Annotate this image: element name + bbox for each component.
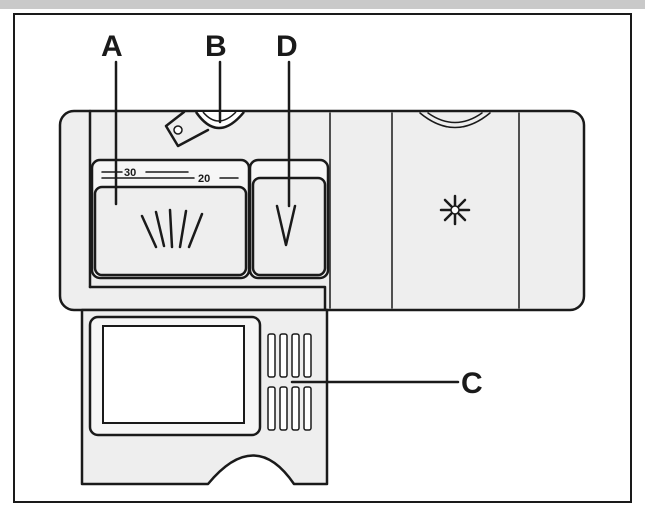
callout-b: B	[205, 30, 227, 63]
diagram-frame	[13, 13, 632, 503]
scale-mark-30: 30	[124, 167, 136, 179]
filter-grille	[267, 333, 312, 431]
level-indicator-window	[102, 325, 245, 424]
callout-d: D	[276, 30, 298, 63]
detergent-spray-icon	[140, 208, 204, 249]
scale-mark-20: 20	[198, 173, 210, 185]
page-top-bar	[0, 0, 645, 9]
leader-lines	[114, 60, 460, 384]
callout-a: A	[101, 30, 123, 63]
rinse-aid-sparkle-icon	[439, 194, 471, 226]
prewash-compartment	[248, 158, 330, 280]
prewash-spray-icon	[275, 204, 297, 247]
callout-c: C	[461, 367, 483, 400]
lower-housing	[80, 285, 329, 486]
